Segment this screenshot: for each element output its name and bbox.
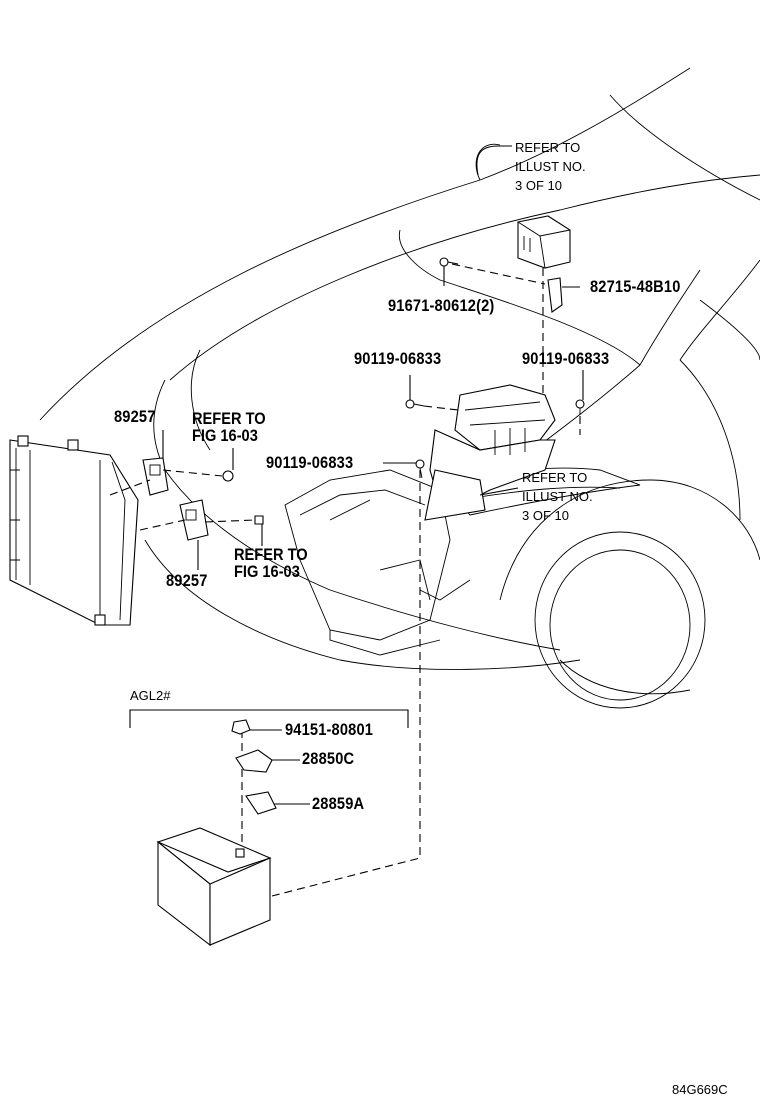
diagram-code: 84G669C bbox=[672, 1082, 728, 1097]
variant-label: AGL2# bbox=[130, 688, 171, 703]
refer-illust-top-line-2: ILLUST NO. bbox=[515, 159, 586, 174]
bolt-91671 bbox=[439, 257, 459, 267]
part-label-94151: 94151-80801 bbox=[285, 720, 374, 739]
bolt-90119-left bbox=[405, 399, 425, 409]
clip-upper bbox=[222, 470, 234, 482]
ecu-module bbox=[517, 215, 571, 269]
refer-illust-mid: REFER TO ILLUST NO. 3 OF 10 bbox=[522, 468, 593, 525]
part-label-28859a: 28859A bbox=[312, 794, 365, 813]
part-label-89257-bottom: 89257 bbox=[166, 571, 208, 590]
refer-fig-lower-line-1: REFER TO bbox=[234, 545, 308, 564]
radiator bbox=[9, 435, 139, 626]
bolt-90119-right bbox=[575, 399, 585, 415]
battery bbox=[156, 827, 272, 947]
refer-illust-mid-line-3: 3 OF 10 bbox=[522, 508, 569, 523]
clip-lower bbox=[254, 515, 264, 525]
bolt-90119-mid bbox=[415, 459, 425, 479]
refer-fig-lower-line-2: FIG 16-03 bbox=[234, 562, 300, 581]
refer-illust-mid-line-1: REFER TO bbox=[522, 470, 588, 485]
part-label-90119-mid: 90119-06833 bbox=[266, 453, 354, 472]
terminal-28859a bbox=[245, 791, 277, 815]
part-label-90119-left: 90119-06833 bbox=[354, 349, 442, 368]
bracket-89257-bottom bbox=[179, 499, 209, 541]
part-label-90119-right: 90119-06833 bbox=[522, 349, 610, 368]
part-label-28850c: 28850C bbox=[302, 749, 355, 768]
refer-illust-mid-line-2: ILLUST NO. bbox=[522, 489, 593, 504]
refer-illust-top: REFER TO ILLUST NO. 3 OF 10 bbox=[515, 138, 586, 195]
dashed-leaders bbox=[109, 263, 581, 897]
vehicle-body-outline bbox=[39, 67, 760, 709]
refer-fig-upper: REFER TO FIG 16-03 bbox=[192, 410, 266, 444]
refer-illust-top-line-1: REFER TO bbox=[515, 140, 581, 155]
label-leaders bbox=[162, 145, 584, 805]
sensor-28850c bbox=[235, 749, 273, 773]
refer-fig-lower: REFER TO FIG 16-03 bbox=[234, 546, 308, 580]
relay-block bbox=[424, 384, 556, 521]
refer-illust-top-line-3: 3 OF 10 bbox=[515, 178, 562, 193]
part-label-89257-top: 89257 bbox=[114, 407, 156, 426]
bracket-82715 bbox=[547, 277, 563, 313]
refer-fig-upper-line-1: REFER TO bbox=[192, 409, 266, 428]
part-label-91671: 91671-80612(2) bbox=[388, 296, 495, 315]
bracket-89257-top bbox=[142, 457, 169, 496]
refer-fig-upper-line-2: FIG 16-03 bbox=[192, 426, 258, 445]
part-label-82715: 82715-48B10 bbox=[590, 277, 681, 296]
nut-94151 bbox=[231, 719, 251, 735]
variant-bracket bbox=[129, 709, 409, 728]
